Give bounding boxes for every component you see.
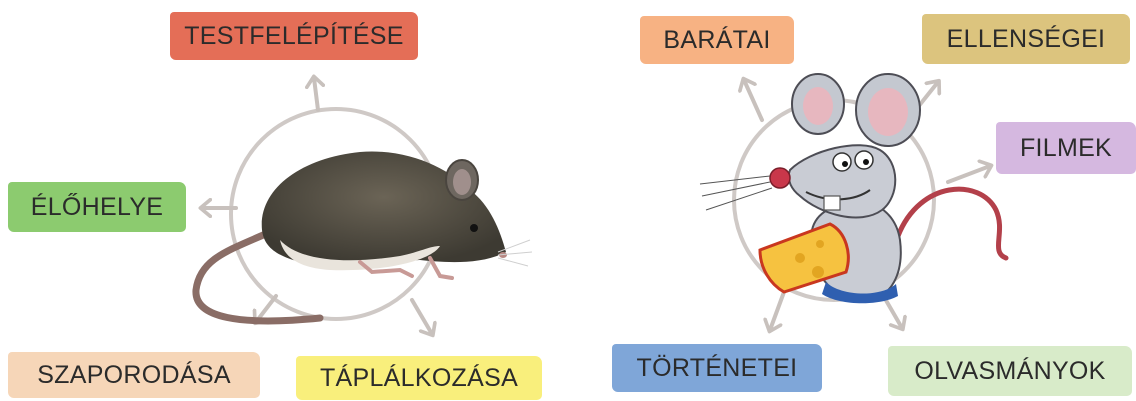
cartoon-ear-right-inner — [868, 88, 908, 136]
label-baratai-text: BARÁTAI — [663, 26, 770, 55]
label-filmek-text: FILMEK — [1020, 134, 1112, 163]
label-olvasmanyok-text: OLVASMÁNYOK — [914, 357, 1105, 386]
arrow-to-bottom-right — [412, 300, 432, 334]
label-tortenetei-text: TÖRTÉNETEI — [637, 354, 798, 383]
cartoon-tail — [898, 189, 1006, 258]
arrow-to-történetei — [770, 292, 784, 330]
cartoon-teeth — [824, 196, 840, 210]
label-taplalkozasa: TÁPLÁLKOZÁSA — [296, 356, 542, 400]
arrow-to-filmek — [948, 166, 990, 182]
cartoon-nose — [770, 168, 790, 188]
mouse-ear-inner — [453, 169, 471, 195]
cartoon-eye-left — [833, 153, 851, 171]
label-filmek: FILMEK — [996, 122, 1136, 174]
label-szaporodasa-text: SZAPORODÁSA — [37, 361, 231, 390]
label-olvasmanyok: OLVASMÁNYOK — [888, 346, 1132, 396]
arrow-to-barátai — [744, 80, 762, 120]
mouse-photo — [196, 152, 532, 321]
mouse-eye — [470, 224, 478, 232]
cartoon-pupil-left — [842, 161, 848, 167]
label-tortenetei: TÖRTÉNETEI — [612, 344, 822, 392]
label-baratai: BARÁTAI — [640, 16, 794, 64]
label-taplalkozasa-text: TÁPLÁLKOZÁSA — [320, 364, 518, 393]
label-szaporodasa: SZAPORODÁSA — [8, 352, 260, 398]
label-ellensegei: ELLENSÉGEI — [922, 14, 1130, 64]
label-testfelepitese-text: TESTFELÉPÍTÉSE — [184, 22, 404, 51]
label-elohelye-text: ÉLŐHELYE — [31, 193, 164, 222]
cartoon-ear-left-inner — [803, 87, 833, 125]
cheese-hole — [816, 240, 824, 248]
cheese-hole — [812, 266, 824, 278]
label-testfelepitese: TESTFELÉPÍTÉSE — [170, 12, 418, 60]
arrow-to-top — [314, 78, 318, 110]
cartoon-mouse — [700, 74, 1006, 303]
cartoon-pupil-right — [863, 159, 869, 165]
label-elohelye: ÉLŐHELYE — [8, 182, 186, 232]
label-ellensegei-text: ELLENSÉGEI — [947, 25, 1106, 54]
cheese-hole — [795, 253, 805, 263]
